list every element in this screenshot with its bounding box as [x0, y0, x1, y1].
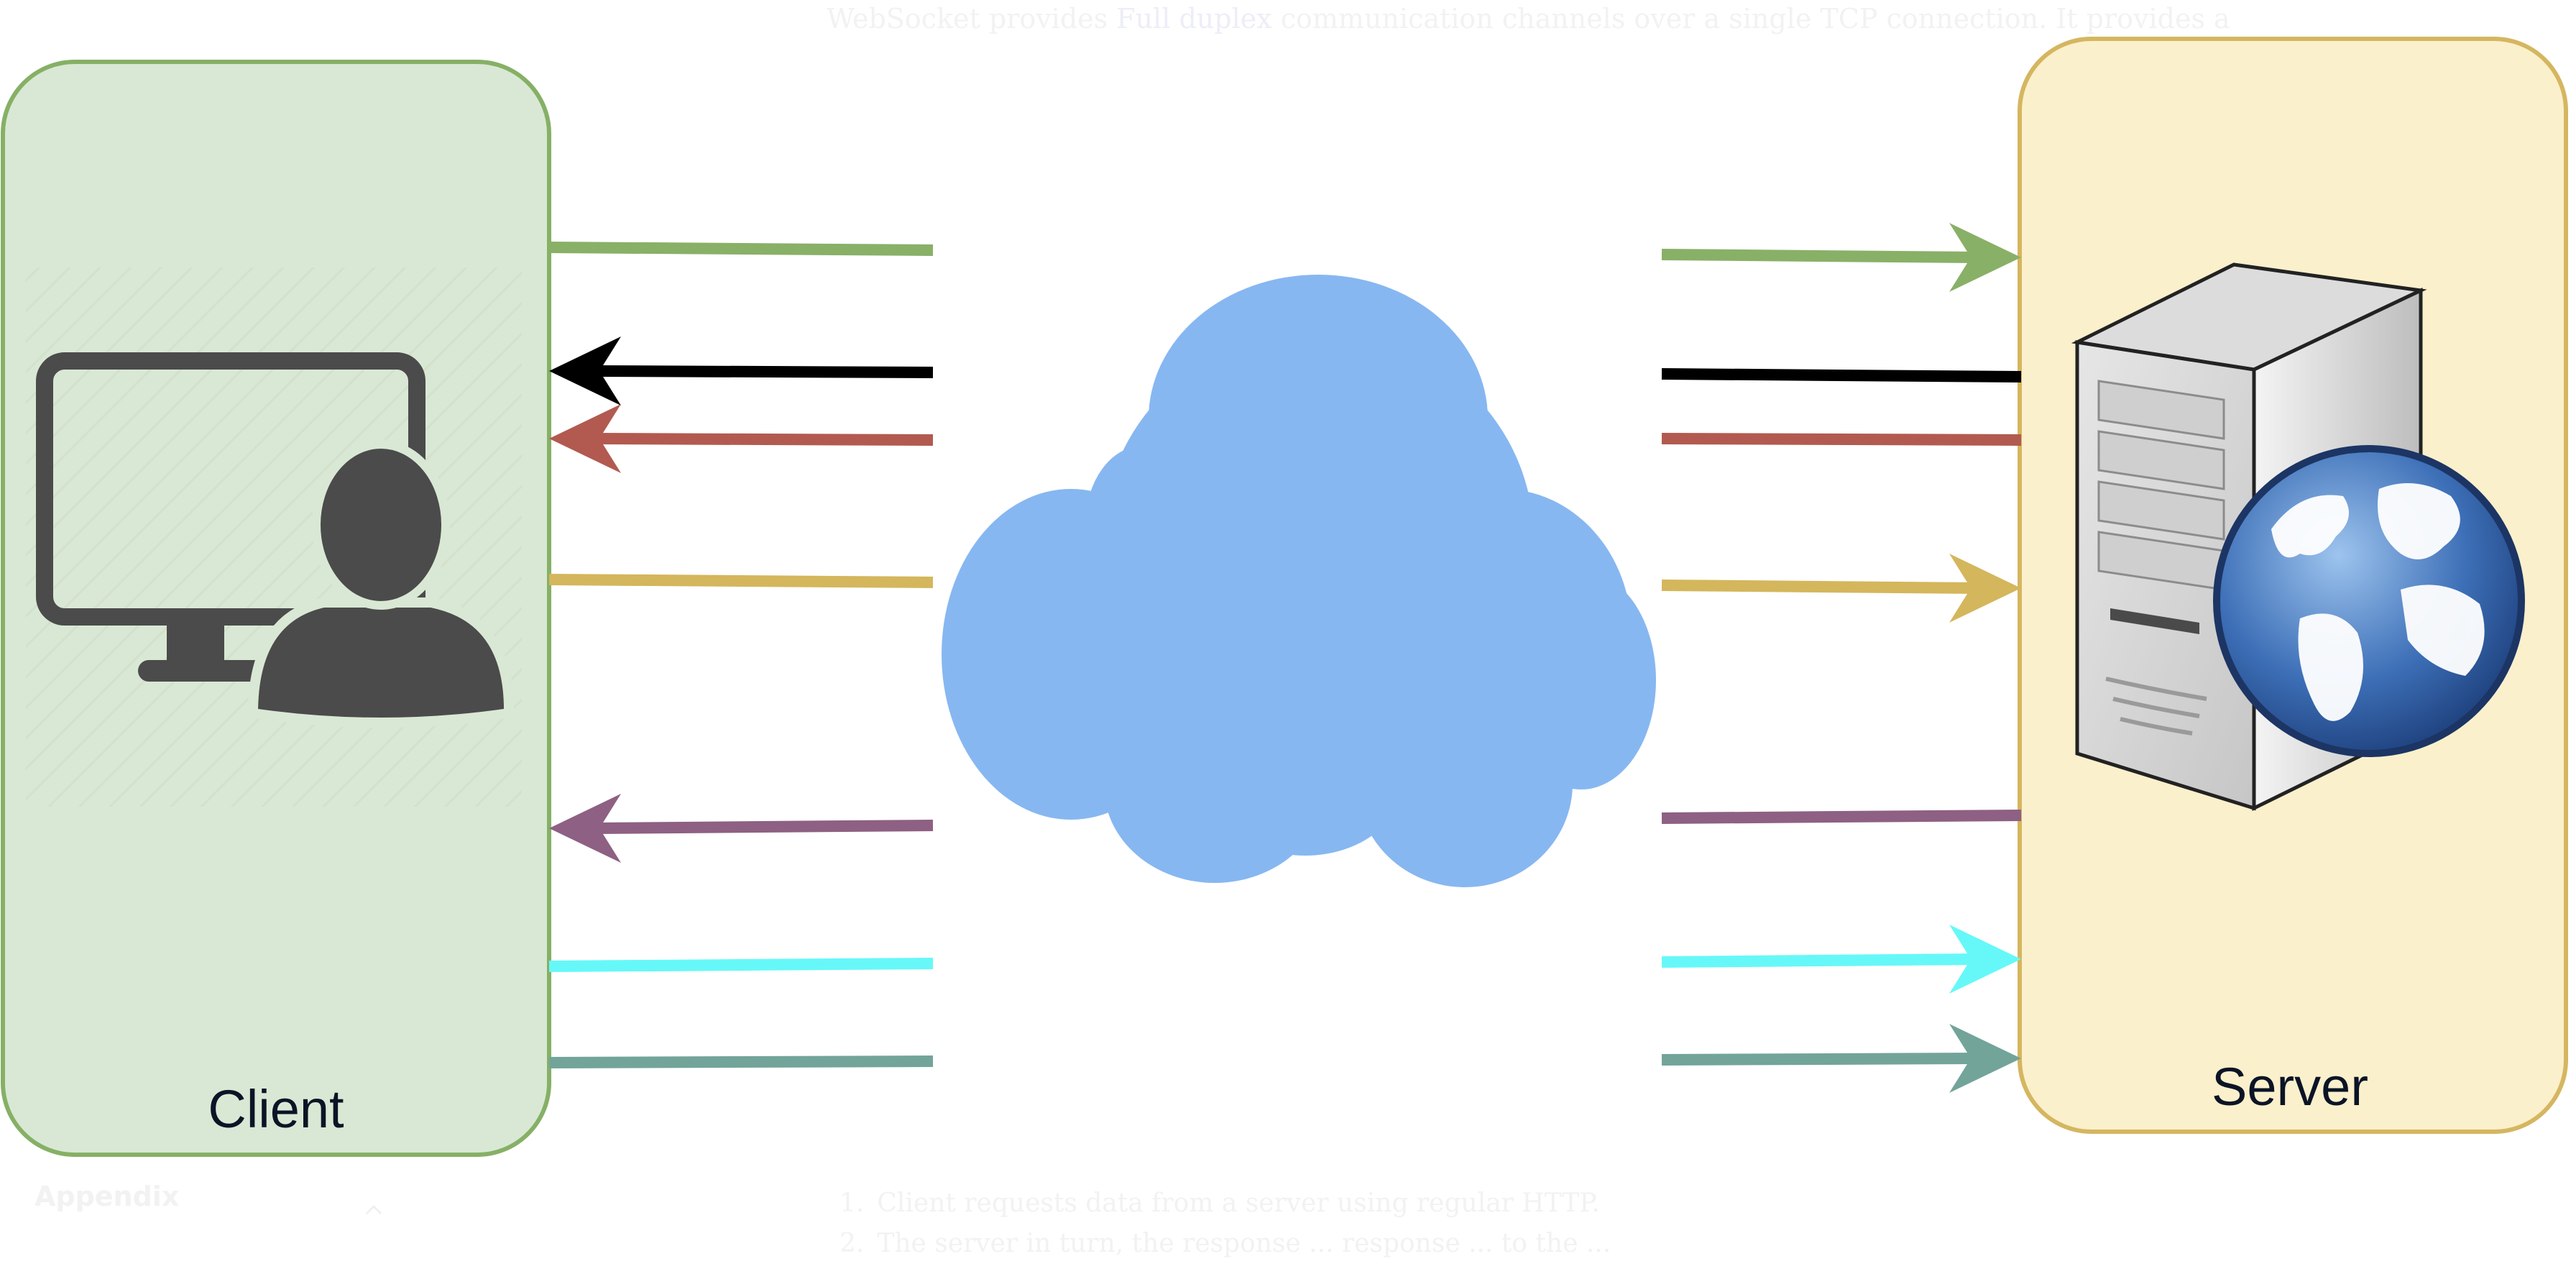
server-label: Server — [2212, 1057, 2368, 1117]
arrow-yellow-client-segment — [548, 574, 934, 588]
arrowhead-cyan-to-server — [1949, 925, 2021, 994]
arrow-yellow-server-segment — [1661, 580, 1979, 594]
chevron-up-icon[interactable] — [364, 1199, 384, 1219]
arrow-cyan-client-segment — [548, 958, 934, 972]
intro-prefix: WebSocket provides — [827, 3, 1117, 35]
arrow-cyan-server-segment — [1661, 953, 1979, 968]
arrow-teal-client-segment — [548, 1055, 934, 1068]
list-item: 1. Client requests data from a server usi… — [840, 1183, 1611, 1224]
intro-suffix: communication channels over a single TCP… — [1271, 3, 2230, 35]
user-at-computer-icon — [36, 352, 515, 728]
arrow-green-client-segment — [548, 242, 934, 256]
list-item-text: Client requests data from a server using… — [877, 1189, 1600, 1218]
arrow-black-server-segment — [1661, 368, 2022, 383]
arrowhead-red-to-client — [549, 404, 621, 473]
arrow-black-client-segment — [592, 365, 934, 378]
arrowhead-yellow-to-server — [1949, 554, 2021, 623]
server-with-globe-icon — [2071, 262, 2525, 812]
arrowhead-green-to-server — [1949, 223, 2021, 292]
arrow-red-client-segment — [592, 433, 934, 446]
arrowhead-purple-to-client — [549, 794, 621, 863]
arrow-green-server-segment — [1661, 249, 1979, 263]
arrowhead-black-to-client — [549, 336, 621, 406]
client-label: Client — [208, 1079, 344, 1139]
full-duplex-link[interactable]: Full duplex — [1116, 3, 1272, 35]
arrows-group — [548, 223, 2022, 1093]
arrowhead-teal-to-server — [1949, 1024, 2021, 1093]
background-steps-list: 1. Client requests data from a server usi… — [840, 1183, 1611, 1264]
arrow-teal-server-segment — [1661, 1053, 1979, 1066]
cloud-icon — [942, 275, 1656, 887]
list-item-number: 1. — [840, 1189, 865, 1218]
appendix-heading[interactable]: Appendix — [34, 1181, 180, 1212]
arrow-purple-server-segment — [1661, 810, 2022, 824]
arrow-purple-client-segment — [592, 820, 934, 834]
background-intro-text: WebSocket provides Full duplex communica… — [827, 3, 2230, 35]
arrow-red-server-segment — [1661, 433, 2022, 446]
